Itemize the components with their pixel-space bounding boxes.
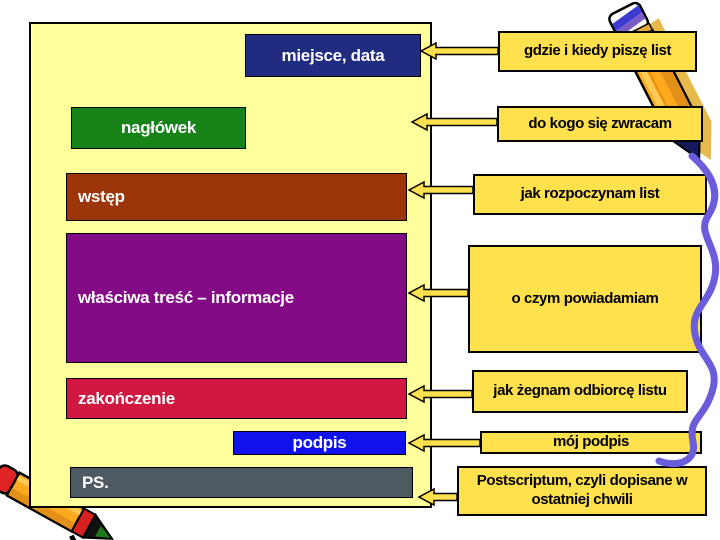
block-label: podpis xyxy=(292,433,347,452)
block-ending: zakończenie xyxy=(66,378,407,419)
annotation-ps: Postscriptum, czyli dopisane w ostatniej… xyxy=(457,466,707,516)
block-signature: podpis xyxy=(233,431,406,455)
annotation-label: jak rozpoczynam list xyxy=(520,185,660,203)
annotation-ending: jak żegnam odbiorcę listu xyxy=(472,370,688,413)
block-ps: PS. xyxy=(70,467,413,498)
annotation-label: Postscriptum, czyli dopisane w ostatniej… xyxy=(476,472,688,508)
block-intro: wstęp xyxy=(66,173,407,221)
annotation-label: do kogo się zwracam xyxy=(528,114,672,132)
block-place-date: miejsce, data xyxy=(245,34,421,77)
annotation-label: o czym powiadamiam xyxy=(511,289,659,307)
block-body: właściwa treść – informacje xyxy=(66,233,407,363)
annotation-body: o czym powiadamiam xyxy=(468,245,702,353)
block-label: właściwa treść – informacje xyxy=(78,288,294,307)
annotation-label: jak żegnam odbiorcę listu xyxy=(493,382,667,400)
block-label: zakończenie xyxy=(78,388,175,408)
pencil-top-right-icon xyxy=(608,1,712,162)
block-label: nagłówek xyxy=(120,118,197,137)
annotation-label: gdzie i kiedy piszę list xyxy=(523,42,672,60)
block-header: nagłówek xyxy=(71,107,246,149)
block-label: miejsce, data xyxy=(281,45,385,65)
block-label: wstęp xyxy=(78,187,125,206)
block-label: PS. xyxy=(82,472,109,492)
annotation-label: mój podpis xyxy=(553,433,629,451)
annotation-place-date: gdzie i kiedy piszę list xyxy=(498,31,697,72)
annotation-intro: jak rozpoczynam list xyxy=(473,174,707,215)
annotation-header: do kogo się zwracam xyxy=(497,106,703,142)
annotation-signature: mój podpis xyxy=(480,431,702,454)
arrow-place-date xyxy=(419,41,499,61)
